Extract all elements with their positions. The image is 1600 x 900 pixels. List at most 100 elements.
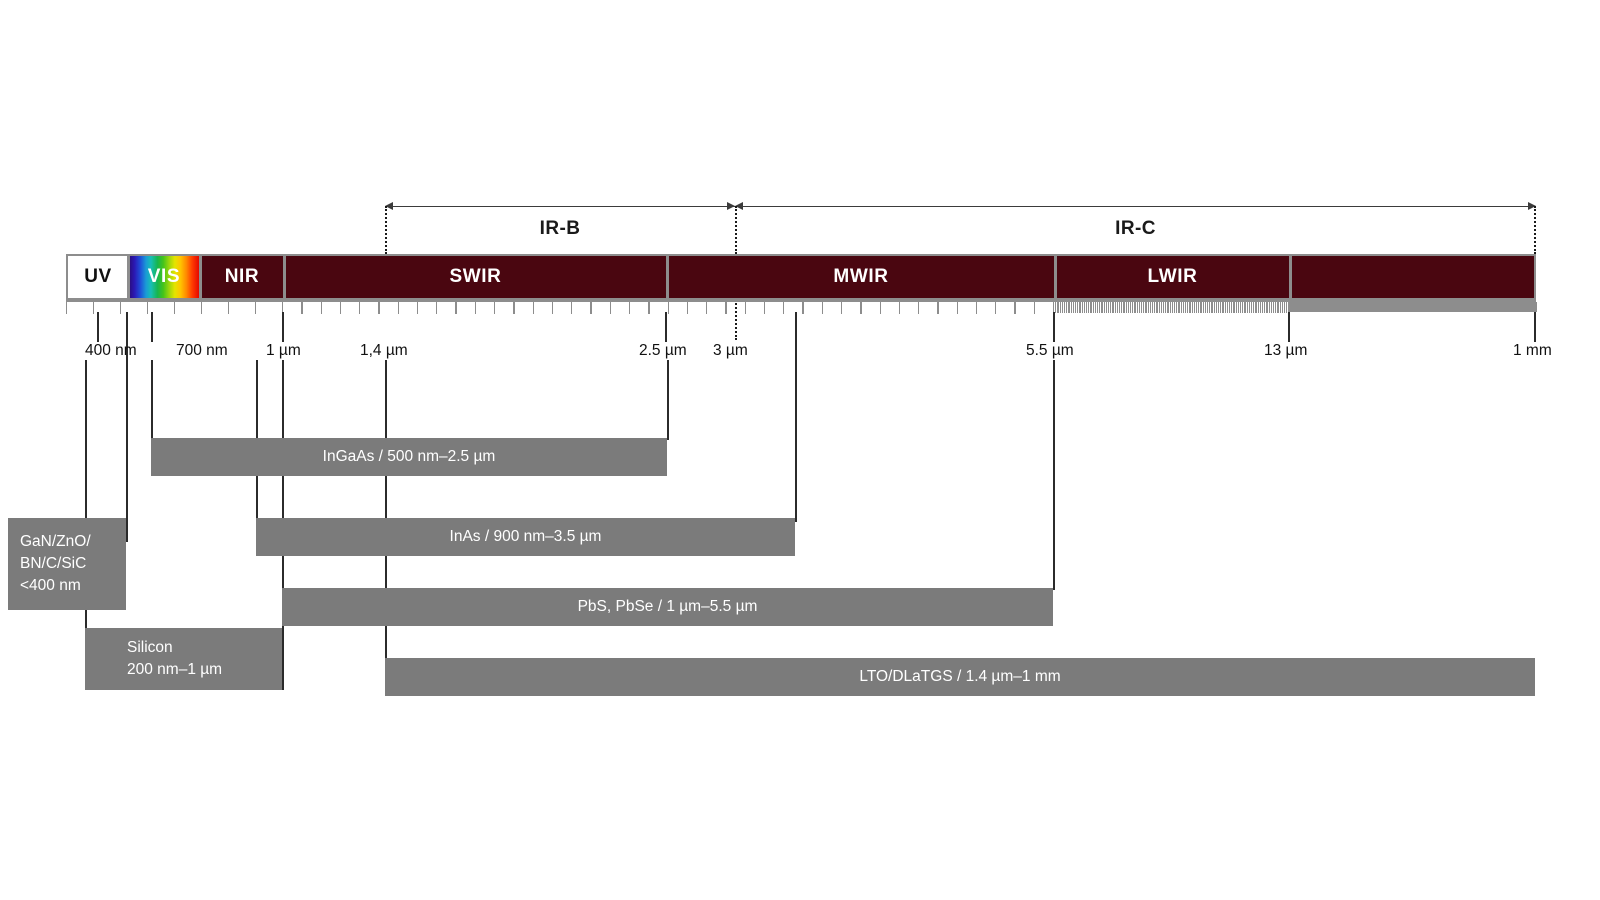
leader-55um [1053, 312, 1055, 342]
ruler-tick [1337, 302, 1339, 312]
ruler-tick [1182, 302, 1185, 313]
ruler-tick [1320, 302, 1322, 312]
ruler-tick [1244, 302, 1246, 313]
ruler-tick [1498, 302, 1500, 312]
ruler-tick [1344, 302, 1346, 312]
ruler-tick [1355, 302, 1357, 312]
ruler-tick [1396, 302, 1398, 312]
band-fir [1290, 256, 1533, 298]
ruler-tick [1519, 302, 1521, 312]
ruler-tick [1138, 302, 1141, 313]
ruler-tick [1187, 302, 1189, 313]
bracket-arrow-left-ir-c [735, 202, 743, 210]
ruler-tick [301, 302, 303, 314]
ruler-tick [532, 302, 534, 314]
ruler-tick [1147, 302, 1149, 313]
ruler-tick [1302, 302, 1304, 312]
ruler-tick [436, 302, 438, 314]
ruler-tick [1385, 302, 1387, 312]
ruler-tick [1061, 302, 1064, 313]
ruler-tick [1295, 302, 1297, 312]
dotted-leader-3um-top [735, 206, 737, 254]
ruler-tick [1114, 302, 1116, 313]
ruler-tick [1517, 302, 1520, 312]
ruler-tick [1125, 302, 1127, 313]
ruler-tick [1516, 302, 1519, 312]
ruler-tick [1447, 302, 1449, 312]
ruler-tick [1141, 302, 1143, 313]
detector-line-gan-3: <400 nm [20, 577, 81, 594]
ruler-tick [648, 302, 650, 314]
ruler-tick [1362, 302, 1364, 312]
ruler-tick [1132, 302, 1134, 313]
ruler-tick [1092, 302, 1094, 313]
ruler-tick [1463, 302, 1465, 312]
ruler-tick [1163, 302, 1165, 313]
detector-bar-ingaas: InGaAs / 500 nm–2.5 µm [151, 438, 667, 476]
axis-label-700nm: 700 nm [176, 342, 228, 359]
ruler-tick [1099, 302, 1101, 313]
leader-400nm-long [85, 360, 87, 640]
ruler-tick [1506, 302, 1508, 312]
ruler-tick [1251, 302, 1253, 313]
ruler-tick [66, 302, 68, 314]
spectrum-bar: UV VIS NIR SWIR MWIR LWIR [66, 254, 1536, 300]
ruler-tick [1353, 302, 1355, 312]
band-lwir: LWIR [1055, 256, 1290, 298]
ruler-tick [1108, 302, 1110, 313]
leader-700nm [151, 312, 153, 342]
ruler-tick [1380, 302, 1382, 312]
ruler-tick [1083, 302, 1086, 313]
ruler-tick [1358, 302, 1360, 312]
ruler-tick [1134, 302, 1136, 313]
ruler-tick [1382, 302, 1384, 312]
ruler-tick [1158, 302, 1160, 313]
ruler-tick [1372, 302, 1374, 312]
ruler-tick [1508, 302, 1510, 312]
ruler-tick [860, 302, 862, 314]
ruler-tick [1277, 302, 1279, 313]
ruler-tick [1488, 302, 1490, 312]
detector-bar-lto-dlatgs: LTO/DLaTGS / 1.4 µm–1 mm [385, 658, 1535, 696]
ruler-tick [1511, 302, 1513, 312]
ruler-tick [1347, 302, 1350, 312]
ruler-tick [1443, 302, 1445, 312]
axis-label-400nm: 400 nm [85, 342, 137, 359]
ruler-tick [1313, 302, 1315, 312]
ruler-tick [1478, 302, 1480, 312]
ruler-tick [174, 302, 176, 314]
ruler-tick [1233, 302, 1235, 313]
ruler-tick [1414, 302, 1416, 312]
ruler-tick [1373, 302, 1375, 312]
ruler-tick [1253, 302, 1255, 313]
ruler-tick [1359, 302, 1361, 312]
ruler-tick [1189, 302, 1191, 313]
axis-label-55um: 5.5 µm [1026, 342, 1074, 359]
leader-vis-start [126, 312, 128, 542]
ruler-tick [1119, 302, 1121, 313]
ruler-tick [1193, 302, 1196, 313]
ruler-tick [378, 302, 380, 314]
ruler-tick [1357, 302, 1359, 312]
ruler-tick [1237, 302, 1240, 313]
ruler-tick [339, 302, 342, 314]
ruler-tick [120, 302, 122, 314]
dotted-leader-1mm-top [1534, 206, 1536, 254]
ruler-tick [1496, 302, 1499, 312]
ruler-tick [571, 302, 573, 314]
ruler-tick [1346, 302, 1349, 312]
ruler-tick [1363, 302, 1365, 312]
ruler-tick [1368, 302, 1371, 312]
ruler-tick [1185, 302, 1187, 313]
axis-label-3um: 3 µm [713, 342, 748, 359]
band-uv: UV [68, 256, 128, 298]
ruler-tick [1356, 302, 1358, 312]
ruler-tick [1231, 302, 1233, 313]
ruler-tick [1494, 302, 1497, 312]
ruler-tick [1429, 302, 1432, 312]
ruler-tick [1145, 302, 1147, 313]
ruler-tick [1202, 302, 1204, 313]
leader-35um-inas-end [795, 312, 797, 522]
ruler-tick [1075, 302, 1077, 313]
ruler-tick [1323, 302, 1325, 312]
